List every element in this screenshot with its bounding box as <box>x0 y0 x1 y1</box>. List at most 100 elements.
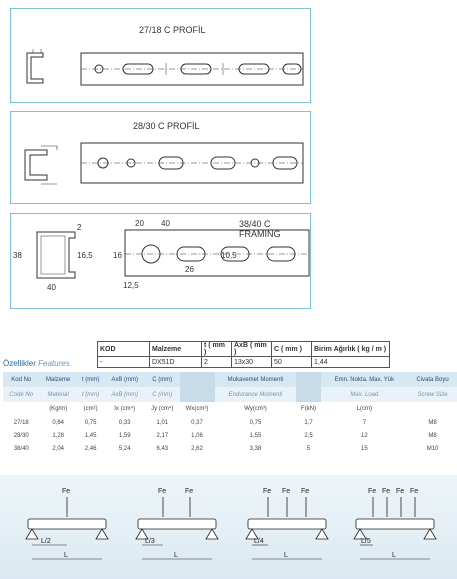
length-label: L <box>284 552 288 559</box>
span-label: L/2 <box>41 538 51 545</box>
header-en-cell: AxB (mm) <box>104 387 146 402</box>
spec-cell: DX51D <box>149 356 202 368</box>
spec-cell: 50 <box>271 356 312 368</box>
cell: 2,5 <box>304 432 313 439</box>
profile-panel-38-40: 38/40 C FRAMING 2 38 16,5 40 20 40 16 10… <box>10 213 311 309</box>
length-label: L <box>174 552 178 559</box>
header-en-cell: t (mm) <box>76 387 105 402</box>
header-en-cell: Material <box>39 387 77 402</box>
dim-2: 2 <box>77 223 82 232</box>
header-cell <box>179 372 215 387</box>
cell: 5,24 <box>118 445 131 452</box>
features-title-tr: Özellikler <box>3 359 36 368</box>
header-cell: Kod No <box>3 372 40 387</box>
spec-header: KOD <box>97 341 150 357</box>
header-cell <box>296 372 321 387</box>
cell: 6,43 <box>156 445 169 452</box>
cell: 2,46 <box>84 445 97 452</box>
dim-12-5: 12,5 <box>123 281 139 290</box>
spec-cell: 1,44 <box>311 356 390 368</box>
unit-cell: Wx(cm³) <box>185 406 209 412</box>
spec-header: AxB ( mm ) <box>231 341 272 357</box>
cell: M8 <box>428 432 437 439</box>
dim-16: 16 <box>113 251 122 260</box>
unit-cell: (cm²) <box>83 406 98 412</box>
features-title: Özellikler Features <box>3 359 70 368</box>
unit-cell: (Kg/m) <box>49 406 68 412</box>
cell: 1,06 <box>191 432 203 439</box>
header-cell: AxB (mm) <box>104 372 146 387</box>
profile-title: 38/40 C FRAMING <box>239 219 281 239</box>
unit-cell: F(kN) <box>301 406 317 412</box>
header-en-cell: C (mm) <box>145 387 180 402</box>
cell-code: 38/40 <box>13 445 29 452</box>
unit-cell: Jy (cm⁴) <box>151 406 174 412</box>
table-row: 27/18 0,64 0,75 0,33 1,01 0,37 0,75 1,7 … <box>3 416 457 429</box>
spec-cell: 2 <box>201 356 232 368</box>
spec-header: Malzeme <box>149 341 202 357</box>
cell-code: 27/18 <box>13 419 29 426</box>
spec-cell: - <box>97 356 150 368</box>
spec-header: Birim Ağırlık ( kg / m ) <box>311 341 390 357</box>
cell: 1,45 <box>84 432 97 439</box>
cell: 1,7 <box>304 419 313 426</box>
load-label: Fe <box>158 488 166 495</box>
span-label: L/4 <box>254 538 264 545</box>
cell: 0,37 <box>191 419 203 426</box>
cell: 0,33 <box>118 419 131 426</box>
profile-panel-28-30: 28/30 C PROFİL <box>10 111 311 204</box>
length-label: L <box>64 552 68 559</box>
profile-drawing <box>26 49 304 86</box>
cell-code: 28/30 <box>13 432 29 439</box>
header-en-cell: Endurance Momenti <box>214 387 297 402</box>
unit-cell <box>3 402 39 416</box>
cell: 0,64 <box>52 419 65 426</box>
features-title-en: Features <box>38 359 70 368</box>
dim-26: 26 <box>185 265 194 274</box>
header-cell: C (mm) <box>145 372 180 387</box>
unit-cell: L(cm) <box>356 406 373 412</box>
dim-20: 20 <box>135 219 144 228</box>
header-en-cell: Code No <box>3 387 40 402</box>
header-en-cell <box>296 387 321 402</box>
header-cell: Civata Boyu <box>408 372 457 387</box>
profile-drawing <box>24 142 304 185</box>
header-cell: t (mm) <box>76 372 105 387</box>
spec-table: KOD Malzeme t ( mm ) AxB ( mm ) C ( mm )… <box>97 341 390 368</box>
spec-header: t ( mm ) <box>201 341 232 357</box>
table-row: 28/30 1,28 1,45 1,59 2,17 1,06 1,55 2,5 … <box>3 429 457 442</box>
header-en-cell <box>179 387 215 402</box>
cell: 0,75 <box>84 419 97 426</box>
unit-cell: Wy(cm³) <box>244 406 267 412</box>
header-cell: Mukavemet Momenti <box>214 372 297 387</box>
span-label: L/5 <box>361 538 371 545</box>
load-label: Fe <box>185 488 193 495</box>
cell: 2,62 <box>191 445 203 452</box>
cell: 1,28 <box>52 432 65 439</box>
cell: 3,38 <box>249 445 262 452</box>
load-label: Fe <box>396 488 404 495</box>
cell: 2,04 <box>52 445 65 452</box>
cell: 1,55 <box>249 432 262 439</box>
load-label: Fe <box>301 488 309 495</box>
profile-title: 27/18 C PROFİL <box>139 25 206 35</box>
load-label: Fe <box>368 488 376 495</box>
cell: 15 <box>361 445 368 452</box>
dim-16-5: 16,5 <box>77 251 93 260</box>
cell: 1,01 <box>156 419 169 426</box>
length-label: L <box>392 552 396 559</box>
dim-38: 38 <box>13 251 22 260</box>
unit-cell <box>408 402 457 416</box>
cell: 7 <box>362 419 367 426</box>
dim-10-5: 10,5 <box>221 251 237 260</box>
spec-cell: 13x30 <box>231 356 272 368</box>
table-row: 38/40 2,04 2,46 5,24 6,43 2,62 3,38 5 15… <box>3 442 457 455</box>
header-en-cell: Screw Size <box>408 387 457 402</box>
cell: 0,75 <box>249 419 262 426</box>
cell: M8 <box>428 419 437 426</box>
load-label: Fe <box>382 488 390 495</box>
profile-title: 28/30 C PROFİL <box>133 121 200 131</box>
dim-40b: 40 <box>161 219 170 228</box>
cell: 2,17 <box>156 432 169 439</box>
cell: 12 <box>361 432 368 439</box>
